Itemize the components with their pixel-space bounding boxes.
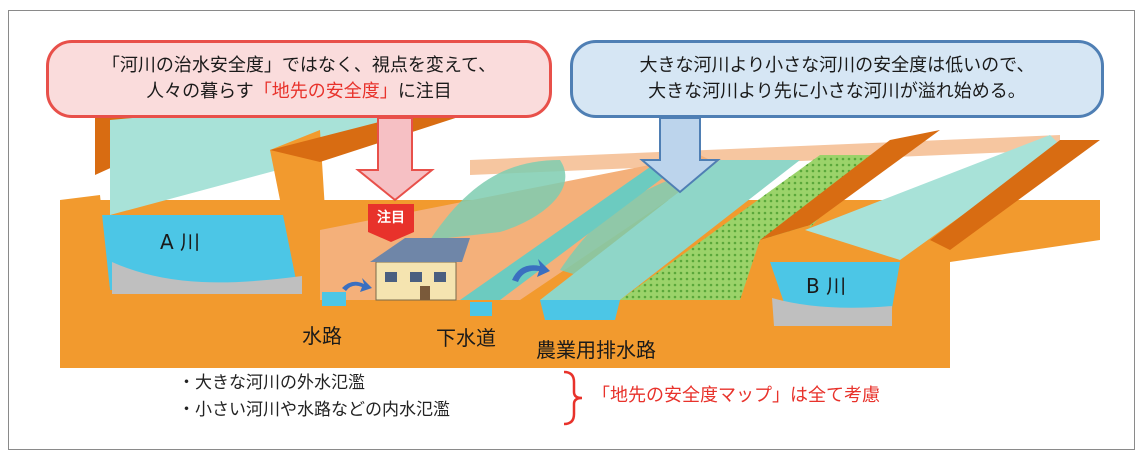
river-a-gravel [112, 262, 302, 294]
callout-small-river-overflow: 大きな河川より小さな河川の安全度は低いので、 大きな河川より先に小さな河川が溢れ… [570, 40, 1104, 118]
focus-badge-icon [368, 204, 414, 242]
levee-b-right [900, 240, 950, 330]
focus-badge-label: 注目 [377, 210, 405, 226]
callout-left-line2-highlight: 「地先の安全度」 [253, 81, 398, 102]
callout-left-line2: 人々の暮らす「地先の安全度」に注目 [146, 79, 452, 105]
flood-type-notes: ・大きな河川の外水氾濫 ・小さい河川や水路などの内水氾濫 [178, 370, 450, 424]
label-sewer: 下水道 [436, 326, 496, 350]
sewer-channel-front [470, 302, 492, 316]
flow-arrow-sewer-icon [512, 259, 550, 282]
river-a-water-surface [110, 95, 390, 215]
house-icon [370, 238, 470, 301]
levee-b-right-top [930, 140, 1100, 250]
agri-drain-bottom [540, 300, 620, 320]
callout-left-line2-prefix: 人々の暮らす [146, 81, 254, 102]
levee-b-left-top [760, 130, 940, 240]
sewer-channel [460, 160, 680, 300]
label-river-a: A 川 [160, 230, 201, 254]
focus-arrow-icon [355, 117, 435, 202]
overflow-arrow-icon [639, 117, 721, 194]
note-external-flood: ・大きな河川の外水氾濫 [178, 373, 365, 393]
callout-focus-local-safety: 「河川の治水安全度」ではなく、視点を変えて、 人々の暮らす「地先の安全度」に注目 [46, 40, 552, 118]
waterway-channel [322, 292, 346, 306]
levee-a-left [60, 195, 110, 300]
callout-left-line1: 「河川の治水安全度」ではなく、視点を変えて、 [101, 55, 497, 76]
flood-area-2 [560, 172, 692, 282]
rice-field-shade [620, 155, 880, 300]
label-river-b: B 川 [806, 274, 847, 298]
river-a-water [100, 215, 320, 290]
flood-area-1 [430, 160, 566, 240]
label-agri-drain: 農業用排水路 [536, 338, 656, 362]
river-b-gravel [772, 298, 892, 326]
label-waterway: 水路 [302, 324, 342, 348]
callout-left-line2-suffix: に注目 [397, 81, 452, 102]
callout-right-line1: 大きな河川より小さな河川の安全度は低いので、 [639, 55, 1035, 76]
callout-right-line2: 大きな河川より先に小さな河川が溢れ始める。 [648, 81, 1026, 102]
summary-text: 「地先の安全度マップ」は全て考慮 [592, 385, 880, 406]
levee-a-right [270, 130, 330, 300]
agri-drain-water [540, 160, 800, 300]
flow-arrow-waterway-icon [342, 278, 372, 292]
brace-icon [563, 370, 583, 426]
river-b-water-surface [805, 135, 1060, 260]
note-internal-flood: ・小さい河川や水路などの内水氾濫 [178, 400, 450, 420]
